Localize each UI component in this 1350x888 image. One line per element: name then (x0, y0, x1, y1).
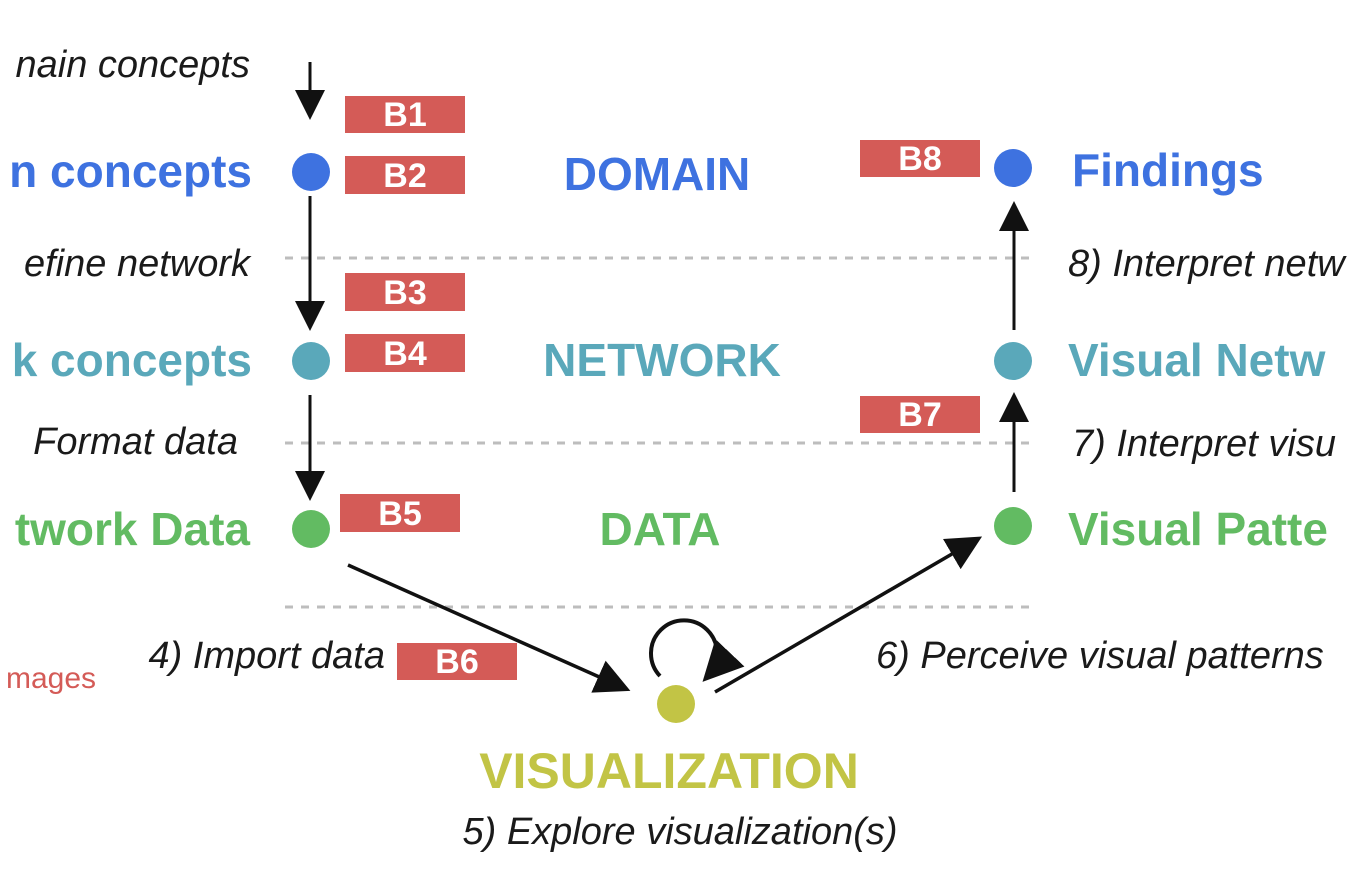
svg-text:B8: B8 (898, 140, 941, 178)
right-domain-node-label: Findings (1072, 144, 1264, 196)
barrier-b6: B6 (397, 643, 517, 681)
right-data-node-label: Visual Patte (1068, 503, 1328, 555)
step-7-label: 7) Interpret visu (1072, 423, 1336, 465)
right-network-node-label: Visual Netw (1068, 334, 1326, 386)
barrier-b8: B8 (860, 140, 980, 178)
svg-text:B4: B4 (383, 335, 427, 373)
svg-text:B6: B6 (435, 643, 478, 681)
left-domain-node-label: n concepts (9, 145, 252, 197)
barrier-b4: B4 (345, 334, 465, 373)
step-5-label: 5) Explore visualization(s) (462, 811, 897, 853)
left-data-node (292, 510, 330, 548)
arrow-step-6 (714, 536, 983, 694)
svg-text:B1: B1 (383, 96, 426, 134)
left-network-node (292, 342, 330, 380)
svg-text:B3: B3 (383, 274, 426, 312)
left-data-node-label: twork Data (15, 503, 251, 555)
barrier-b5: B5 (340, 494, 460, 533)
step-6-label: 6) Perceive visual patterns (876, 635, 1324, 677)
visualization-node (657, 685, 695, 723)
step-8-label: 8) Interpret netw (1068, 243, 1347, 285)
layer-network-label: NETWORK (543, 334, 781, 386)
arrow-step-4 (347, 563, 631, 693)
svg-text:B7: B7 (898, 396, 941, 434)
barrier-b7: B7 (860, 396, 980, 434)
barrier-b3: B3 (345, 273, 465, 312)
step-2-label: efine network (24, 243, 252, 285)
svg-text:B2: B2 (383, 157, 426, 195)
right-data-node (994, 507, 1032, 545)
step-3-label: Format data (33, 421, 238, 463)
step-4-label: 4) Import data (148, 635, 385, 677)
layer-visualization-label: VISUALIZATION (479, 743, 859, 799)
left-network-node-label: k concepts (12, 334, 252, 386)
barrier-b2: B2 (345, 156, 465, 195)
barrier-b1: B1 (345, 96, 465, 134)
right-domain-node (994, 149, 1032, 187)
layer-domain-label: DOMAIN (564, 148, 751, 200)
step-1-label: nain concepts (16, 44, 251, 86)
left-domain-node (292, 153, 330, 191)
legend-images-label: mages (6, 662, 96, 695)
right-network-node (994, 342, 1032, 380)
loop-arrow-step-5 (649, 618, 745, 682)
svg-text:B5: B5 (378, 495, 421, 533)
layer-data-label: DATA (600, 503, 721, 555)
